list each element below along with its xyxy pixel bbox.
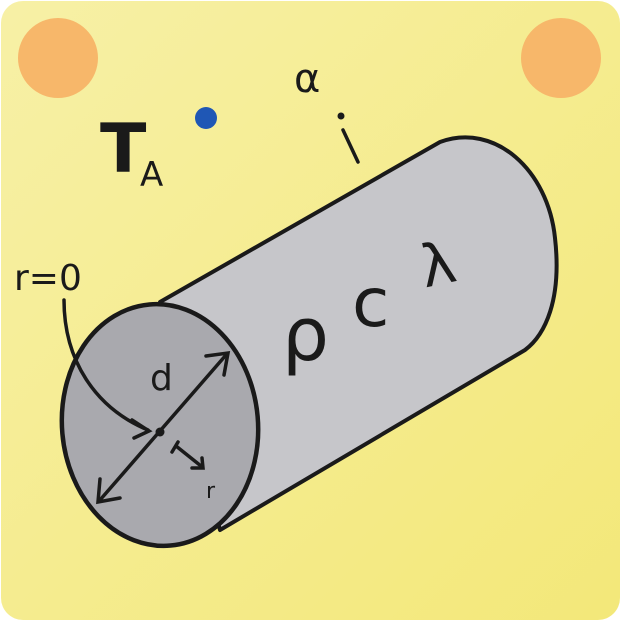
ambient-dot [195, 107, 217, 129]
alpha-pointer [341, 128, 360, 164]
radius-label: r [206, 479, 216, 504]
corner-dot-left [18, 18, 98, 98]
alpha-label: α [294, 56, 320, 102]
radius-arrow [170, 440, 205, 470]
alpha-pointer-dot [337, 112, 345, 120]
center-marker-label: r=0 [14, 258, 82, 299]
center-pointer-arrow [62, 298, 153, 440]
ambient-temperature-label: T [100, 110, 147, 189]
diameter-label: d [150, 358, 173, 399]
ambient-temperature-subscript: A [140, 155, 163, 195]
c-label: c [352, 264, 389, 343]
diameter-arrow [96, 350, 231, 505]
corner-dot-right [521, 18, 601, 98]
rho-label: ρ [282, 292, 329, 378]
center-point [155, 427, 165, 437]
